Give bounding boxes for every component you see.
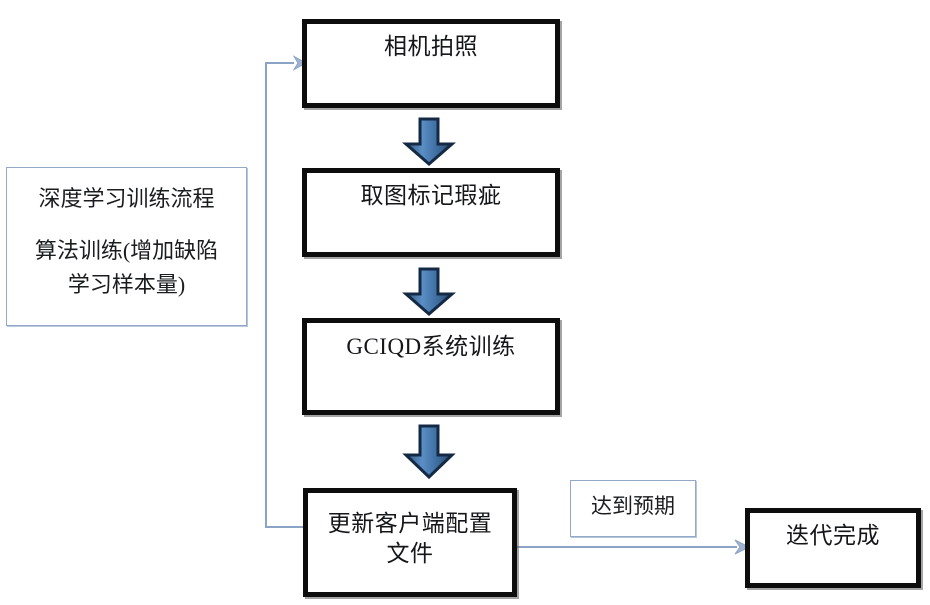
node-iteration-complete-label: 迭代完成 xyxy=(786,523,880,548)
node-gciqd-training-label: GCIQD系统训练 xyxy=(346,334,516,359)
node-iteration-complete[interactable]: 迭代完成 xyxy=(745,508,921,588)
label-meets-expectation: 达到预期 xyxy=(570,480,696,537)
node-mark-defects[interactable]: 取图标记瑕疵 xyxy=(302,168,560,257)
arrow-step2-to-step3-icon xyxy=(400,267,458,317)
arrow-step1-to-step2-icon xyxy=(400,117,458,167)
training-note-line2: 算法训练(增加缺陷 学习样本量) xyxy=(34,238,219,297)
label-meets-expectation-text: 达到预期 xyxy=(591,494,675,518)
node-gciqd-training[interactable]: GCIQD系统训练 xyxy=(302,318,560,415)
feedback-loop-connector xyxy=(260,55,310,535)
node-camera-capture[interactable]: 相机拍照 xyxy=(302,19,560,108)
node-update-client-config[interactable]: 更新客户端配置 文件 xyxy=(303,488,517,597)
node-mark-defects-label: 取图标记瑕疵 xyxy=(360,183,502,208)
arrow-to-end-connector xyxy=(515,536,753,560)
training-process-note: 深度学习训练流程 算法训练(增加缺陷 学习样本量) xyxy=(6,167,247,326)
training-note-line1: 深度学习训练流程 xyxy=(38,186,215,211)
arrow-step3-to-step4-icon xyxy=(400,424,458,480)
node-camera-capture-label: 相机拍照 xyxy=(384,34,478,59)
node-update-client-config-label: 更新客户端配置 文件 xyxy=(327,511,493,566)
